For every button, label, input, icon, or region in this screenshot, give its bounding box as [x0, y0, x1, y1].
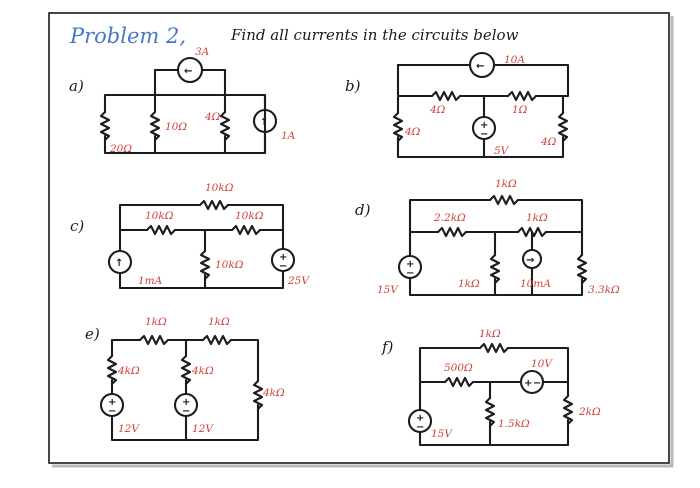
a-right-source-label: 1A: [281, 130, 296, 142]
circuit-e: e) 1kΩ 1kΩ + − + − 4kΩ 4kΩ 4kΩ 12V: [85, 316, 285, 442]
circuit-d-wires: [397, 194, 588, 297]
f-r-vertical-label: 1.5kΩ: [498, 418, 530, 430]
b-v-mid-label: 5V: [494, 145, 510, 157]
b-r-top-left-label: 4Ω: [429, 104, 446, 116]
b-r-left-label: 4Ω: [404, 126, 421, 138]
f-r-mid-label: 500Ω: [444, 362, 473, 374]
arrow-left-icon: ←: [184, 66, 192, 77]
instruction-text: Find all currents in the circuits below: [230, 26, 519, 44]
f-v-mid-label: 10V: [531, 358, 553, 370]
c-r-mid-right-label: 10kΩ: [235, 210, 264, 222]
circuit-d-label: d): [355, 201, 371, 219]
plus-icon: +: [480, 120, 488, 131]
page-title: Problem 2, Find all currents in the circ…: [69, 24, 519, 48]
c-i-left-label: 1mA: [138, 275, 163, 287]
page-shadow: [52, 16, 674, 468]
minus-icon: −: [406, 268, 414, 279]
d-r-mid-right-label: 1kΩ: [526, 212, 548, 224]
circuit-b-wires: [392, 51, 570, 159]
b-top-source-label: 10A: [504, 54, 525, 66]
page-frame: [48, 12, 670, 464]
plus-icon: +: [108, 397, 116, 408]
minus-icon: −: [480, 129, 488, 140]
f-r-right-label: 2kΩ: [578, 406, 601, 418]
c-v-right-label: 25V: [287, 275, 310, 287]
circuit-a-wires: [99, 56, 278, 155]
circuit-f-label: f): [381, 338, 394, 356]
a-r2-label: 10Ω: [165, 121, 187, 133]
arrow-left-icon: ←: [476, 61, 484, 72]
d-r-vertical-label: 1kΩ: [458, 278, 480, 290]
d-r-right-label: 3.3kΩ: [588, 284, 620, 296]
f-r-top-label: 1kΩ: [479, 328, 501, 340]
d-r-mid-left-label: 2.2kΩ: [433, 212, 466, 224]
plus-icon: +: [279, 252, 287, 263]
e-r-mid-label: 4kΩ: [191, 365, 214, 377]
circuit-f: f) 1kΩ + − + − 500Ω 10V 15V 1.5kΩ 2kΩ: [381, 328, 601, 447]
e-r-top-right-label: 1kΩ: [208, 316, 230, 328]
circuit-f-wires: [407, 342, 574, 447]
plus-icon: +: [406, 259, 414, 270]
circuit-e-wires: [99, 334, 264, 442]
e-v-left-label: 12V: [118, 423, 140, 435]
minus-icon: −: [416, 422, 424, 433]
plus-icon: +: [182, 397, 190, 408]
circuit-c: c) 10kΩ ↑ + − 10kΩ 10kΩ 10kΩ 1mA 25V: [70, 182, 310, 290]
minus-icon: −: [279, 261, 287, 272]
arrow-up-icon: ↑: [115, 258, 123, 269]
arrow-up-icon: ↑: [260, 117, 268, 128]
circuit-b-label: b): [345, 77, 361, 95]
e-r-right-label: 4kΩ: [262, 387, 285, 399]
c-r-mid-left-label: 10kΩ: [145, 210, 174, 222]
c-r-vertical-label: 10kΩ: [215, 259, 244, 271]
d-r-top-label: 1kΩ: [495, 178, 517, 190]
plus-icon: +: [416, 413, 424, 424]
minus-icon: −: [533, 378, 541, 389]
a-r3-label: 4Ω: [204, 111, 221, 123]
circuit-b: b) ← + − 10A 4Ω 1Ω 4Ω 5V 4Ω: [345, 51, 570, 159]
plus-icon: +: [524, 378, 532, 389]
a-top-source-label: 3A: [195, 46, 210, 58]
a-r1-label: 20Ω: [109, 143, 132, 155]
minus-icon: −: [108, 406, 116, 417]
circuit-a: a) ← ↑ 3A 20Ω 10Ω 4Ω 1A: [69, 46, 296, 155]
f-v-left-label: 15V: [431, 428, 453, 440]
e-r-left-label: 4kΩ: [117, 365, 140, 377]
d-i-mid-label: 10mA: [520, 278, 551, 290]
c-r-top-label: 10kΩ: [205, 182, 234, 194]
b-r-top-right-label: 1Ω: [512, 104, 528, 116]
arrow-right-icon: →: [526, 255, 534, 266]
e-r-top-left-label: 1kΩ: [145, 316, 167, 328]
circuit-c-wires: [107, 199, 296, 290]
problem-number: Problem 2,: [69, 24, 186, 48]
circuit-d: d) 1kΩ → + − 2.2kΩ 1kΩ 1kΩ 10mA: [355, 178, 620, 297]
b-r-right-label: 4Ω: [540, 136, 557, 148]
d-v-left-label: 15V: [377, 284, 399, 296]
circuit-a-label: a): [69, 77, 84, 95]
circuit-e-label: e): [85, 325, 100, 343]
e-v-mid-label: 12V: [192, 423, 214, 435]
minus-icon: −: [182, 406, 190, 417]
circuit-c-label: c): [70, 217, 84, 235]
